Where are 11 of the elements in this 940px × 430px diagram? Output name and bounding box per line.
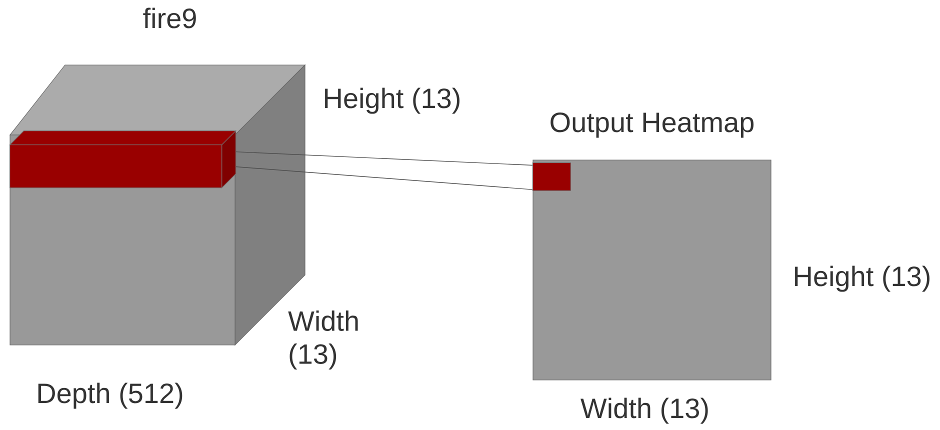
dimension-label: Width (13) [288,310,358,370]
dimension-label: Width (13) [580,398,708,424]
dimension-label: Height (13) [325,88,460,114]
dimension-label: Depth (512) [38,382,182,409]
node-label: fire9 [143,8,196,28]
connector-line [236,166,533,190]
heatmap-cell [532,162,571,191]
connector-line [236,151,533,166]
heatmap-square: Output Heatmap [532,112,772,380]
dimension-label: Height (13) [795,266,930,292]
node-label: Output Heatmap [550,112,754,138]
